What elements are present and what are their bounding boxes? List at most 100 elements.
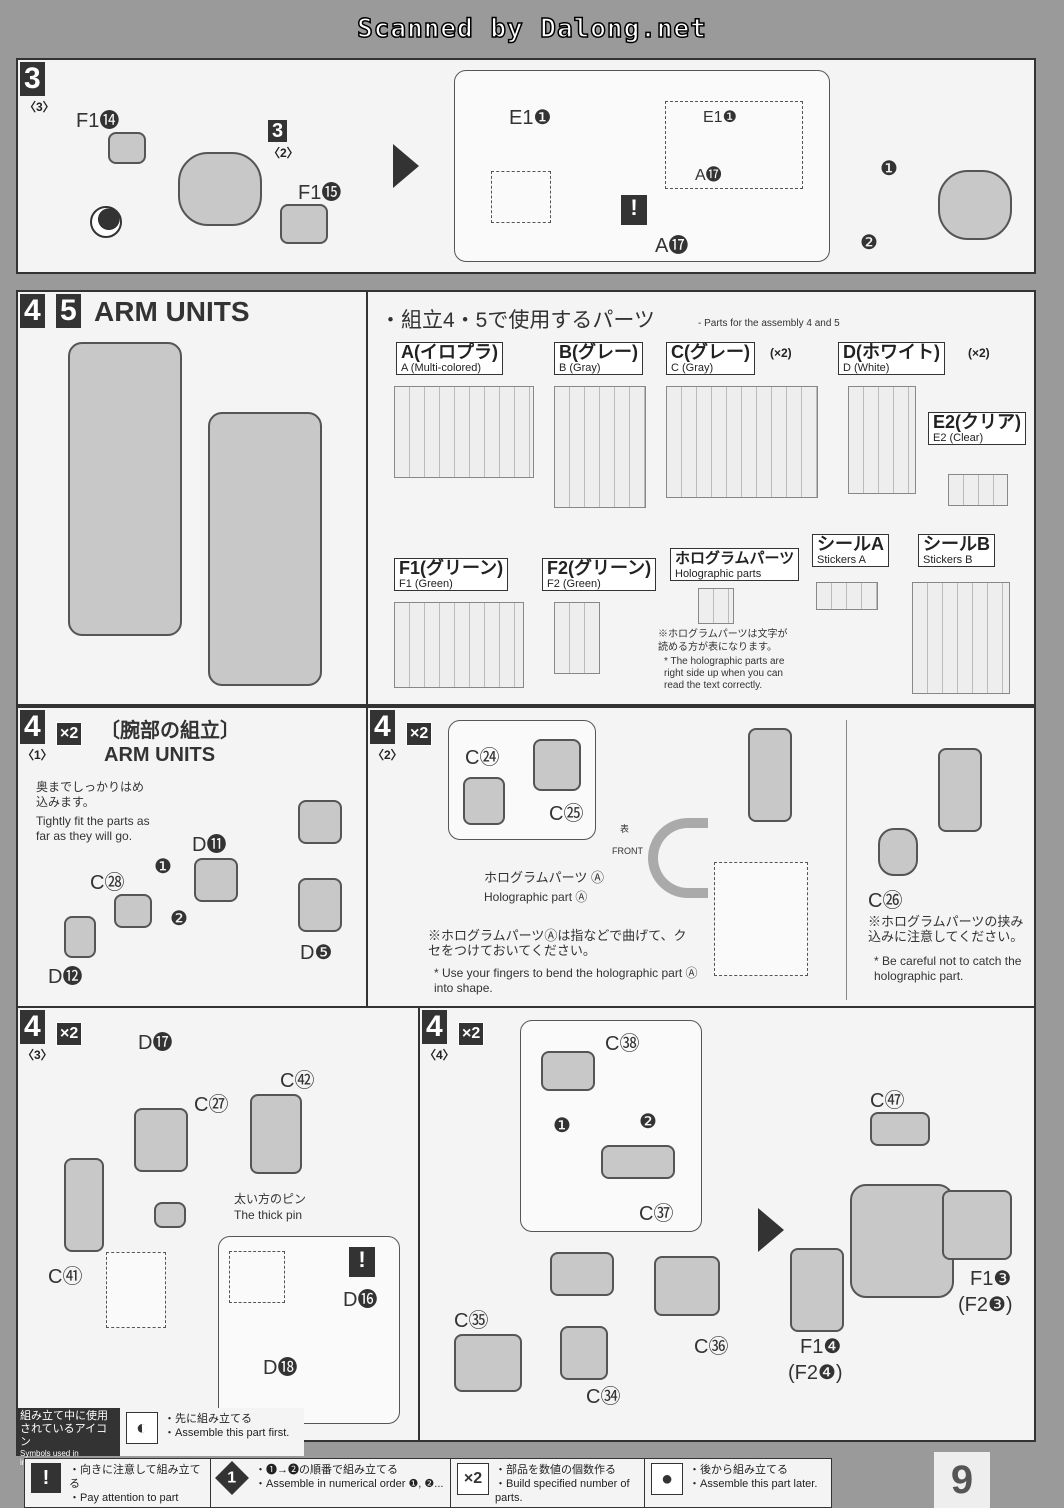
part [194,858,238,902]
step-number: 4 [20,294,45,328]
holo-label-jp: ホログラムパーツ Ⓐ [484,870,604,885]
legend-item-later: ● ・後から組み立てる・Assemble this part later. [644,1458,832,1508]
part-label: D⓰ [343,1289,378,1311]
part-label: E1❶ [509,107,552,129]
runner-f2-sprue [554,602,600,674]
holographic-part [648,818,708,898]
part-label: C㉖ [868,890,903,912]
part-label: F1⓯ [298,182,342,204]
part-label: C㉔ [465,747,500,769]
orientation-warning-icon: ! [621,195,647,225]
arm-units-panel: 4 5 ARM UNITS [16,290,368,706]
part-label: C㊶ [48,1266,83,1288]
note-jp: 奥までしっかりはめ込みます。 [36,780,145,809]
pin-note-en: The thick pin [234,1208,303,1222]
legend-item-multiply: ×2 ・部品を数値の個数作る・Build specified number of… [450,1458,646,1508]
note2-jp: ※ホログラムパーツの挟み込みに注意してください。 [868,914,1024,944]
part-label: C㊼ [870,1090,905,1112]
part [533,739,581,791]
legend-item-first: ◐ ・先に組み立てる・Assemble this part first. [120,1408,304,1456]
runner-count: (×2) [968,346,990,360]
part-label: C㉘ [90,872,125,894]
part [64,916,96,958]
step-sub: 〈3〉 [24,100,55,114]
multiply-badge: ×2 [458,1022,485,1046]
step-number: 4 [20,710,45,744]
watermark: Scanned by Dalong.net [356,13,707,45]
parts-list-panel: ・組立4・5で使用するパーツ - Parts for the assembly … [366,290,1036,706]
step-sub: 〈3〉 [22,1048,53,1062]
legend-text: ・先に組み立てる・Assemble this part first. [164,1413,290,1439]
multiply-icon: ×2 [457,1463,489,1495]
part-label: C㉗ [194,1094,229,1116]
part-label: D❺ [300,942,333,964]
holo-note-jp: ※ホログラムパーツは文字が読める方が表になります。 [658,629,788,653]
part [560,1326,608,1380]
inset-box [714,862,808,976]
part [298,878,342,932]
section-title: ARM UNITS [94,296,250,327]
part-label: C㊷ [280,1070,315,1092]
part-label: C㉞ [586,1386,621,1408]
part-f1-14 [108,132,146,164]
orientation-warning-icon: ! [349,1247,375,1277]
step-sub: 〈2〉 [372,748,403,762]
title-en: ARM UNITS [104,744,216,766]
part-label: C㉕ [549,803,584,825]
divider [846,720,847,1000]
runner-a: A(イロプラ)A (Multi-colored) [396,342,503,375]
order-marker: ❷ [860,232,878,254]
step-number: 4 [370,710,395,744]
part-label: C㊳ [605,1033,640,1055]
head-part [938,170,1012,240]
parts-heading-en: - Parts for the assembly 4 and 5 [698,318,840,329]
part [942,1190,1012,1260]
order-diamond-icon: 1 [215,1461,249,1495]
assemble-later-icon: ● [651,1463,683,1495]
legend-text: ・向きに注意して組み立てる・Pay attention to part orie… [69,1464,201,1508]
multiply-badge: ×2 [406,722,433,746]
part-label: A⓱ [655,235,689,257]
step-number: 5 [56,294,81,328]
assemble-first-icon: ◐ [126,1412,158,1444]
legend-item-orientation: ! ・向きに注意して組み立てる・Pay attention to part or… [24,1458,212,1508]
part [550,1252,614,1296]
runner-c-sprue [666,386,818,498]
order-marker: ❶ [154,856,172,878]
stickers-b-sheet [912,582,1010,694]
legend-title-row: 組み立て中に使用されているアイコン Symbols used in instru… [16,1408,304,1467]
assemble-first-icon [90,206,122,238]
inset-box [229,1251,285,1303]
orientation-warning-icon: ! [31,1463,61,1493]
arm-illustration [68,342,182,636]
runner-f1: F1(グリーン)F1 (Green) [394,558,509,591]
sub-assembly-box: C㊳ C㊲ ❶ ❷ [520,1020,702,1232]
step-4-2-panel: 4 〈2〉 ×2 C㉔ C㉕ 表 FRONT ホログラムパーツ Ⓐ Hologr… [366,706,1036,1008]
ref-step-sub: 〈2〉 [268,146,299,160]
part-label: F1❹ [800,1336,842,1358]
title-jp: 〔腕部の組立〕 [100,720,240,742]
multiply-badge: ×2 [56,722,83,746]
step-number: 4 [20,1010,45,1044]
part-label: F1⓮ [76,110,120,132]
arrow-right-icon [393,144,419,188]
part-label: C㊲ [639,1203,674,1225]
order-marker: ❷ [170,908,188,930]
part-label: (F2❹) [788,1362,843,1384]
step-3-panel: 3 〈3〉 F1⓮ 3 〈2〉 F1⓯ E1❶ E1❶ A⓱ A⓱ ! ❶ ❷ [16,58,1036,274]
runner-count: (×2) [770,346,792,360]
runner-e2-sprue [948,474,1008,506]
step-number: 3 [20,62,45,96]
part [790,1248,844,1332]
front-label: FRONT [612,846,643,856]
head-part [178,152,262,226]
part [878,828,918,876]
step-4-1-panel: 4 〈1〉 ×2 〔腕部の組立〕 ARM UNITS 奥までしっかりはめ込みます… [16,706,368,1008]
runner-d-sprue [848,386,916,494]
part [64,1158,104,1252]
arrow-right-icon [758,1208,784,1252]
detail-box: ! D⓰ D⓲ [218,1236,400,1424]
